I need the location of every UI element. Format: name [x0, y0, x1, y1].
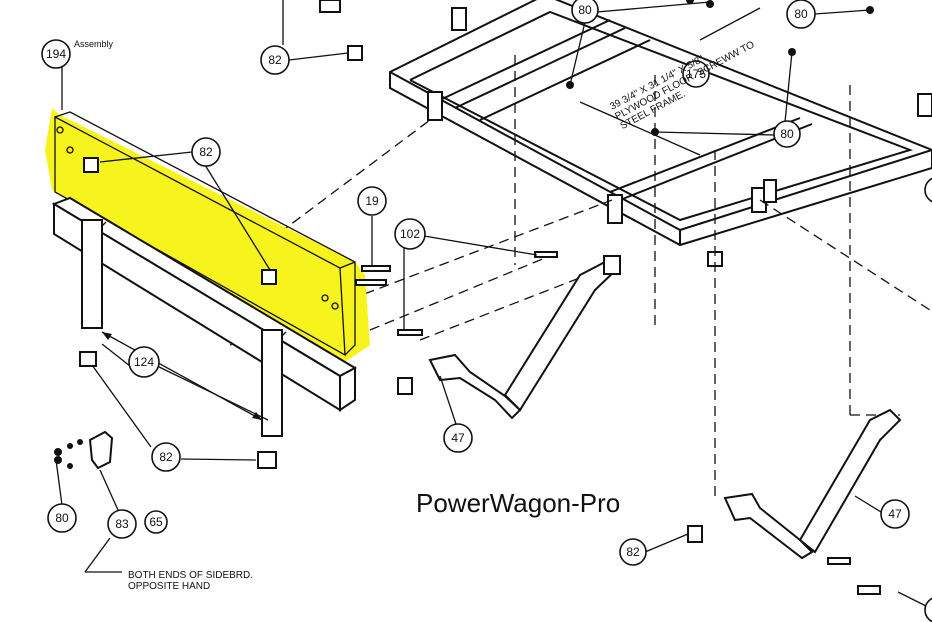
hitch-arm-right	[723, 408, 902, 560]
callout-194: 194	[41, 39, 71, 69]
callout-19: 19	[357, 186, 387, 216]
leader-lines	[55, 0, 931, 609]
svg-text:OPPOSITE HAND: OPPOSITE HAND	[128, 581, 210, 592]
callout-82-sideboard: 82	[191, 137, 221, 167]
svg-text:65: 65	[149, 515, 163, 529]
svg-text:82: 82	[159, 450, 173, 464]
svg-text:80: 80	[578, 3, 592, 17]
bracket-part	[54, 430, 114, 470]
callout-65: 65	[144, 510, 168, 534]
callout-82-bottom: 82	[151, 442, 181, 472]
callout-175: 175	[682, 60, 710, 88]
svg-text:83: 83	[115, 517, 129, 531]
svg-text:BOTH ENDS OF SIDEBRD.: BOTH ENDS OF SIDEBRD.	[128, 570, 253, 581]
leader-dots	[54, 0, 874, 464]
assembly-label: Assembly	[74, 39, 114, 49]
callout-edge-bottom-right	[924, 597, 932, 622]
callout-80-top-right: 80	[786, 0, 816, 29]
svg-text:124: 124	[134, 355, 154, 369]
svg-text:194: 194	[46, 47, 66, 61]
svg-text:80: 80	[794, 7, 808, 21]
bolts	[355, 251, 881, 595]
callout-47-left: 47	[443, 423, 473, 453]
callout-82-right: 82	[619, 538, 647, 566]
callout-80-left: 80	[47, 503, 77, 533]
callout-80-middle: 80	[773, 120, 801, 148]
svg-text:80: 80	[780, 127, 794, 141]
dimension-line	[101, 331, 263, 421]
sideboard-note: BOTH ENDS OF SIDEBRD. OPPOSITE HAND	[128, 570, 253, 592]
svg-text:82: 82	[268, 53, 282, 67]
callout-80-top: 80	[571, 0, 599, 24]
svg-text:175: 175	[686, 67, 706, 81]
svg-text:82: 82	[626, 545, 640, 559]
callout-102: 102	[394, 218, 426, 250]
block-parts	[79, 45, 703, 543]
lower-side-rail	[51, 196, 358, 437]
sideboard-highlighted	[45, 108, 370, 362]
callout-82-top: 82	[260, 45, 290, 75]
svg-text:47: 47	[888, 507, 902, 521]
svg-text:80: 80	[55, 511, 69, 525]
hitch-arm-left	[428, 255, 621, 420]
callout-83: 83	[107, 509, 137, 539]
svg-text:102: 102	[400, 227, 420, 241]
svg-text:82: 82	[199, 145, 213, 159]
callout-edge-right	[924, 177, 932, 203]
svg-text:47: 47	[451, 431, 465, 445]
callout-47-right: 47	[880, 499, 910, 529]
svg-text:19: 19	[365, 194, 379, 208]
product-title: PowerWagon-Pro	[416, 488, 621, 518]
callout-124: 124	[128, 346, 160, 378]
